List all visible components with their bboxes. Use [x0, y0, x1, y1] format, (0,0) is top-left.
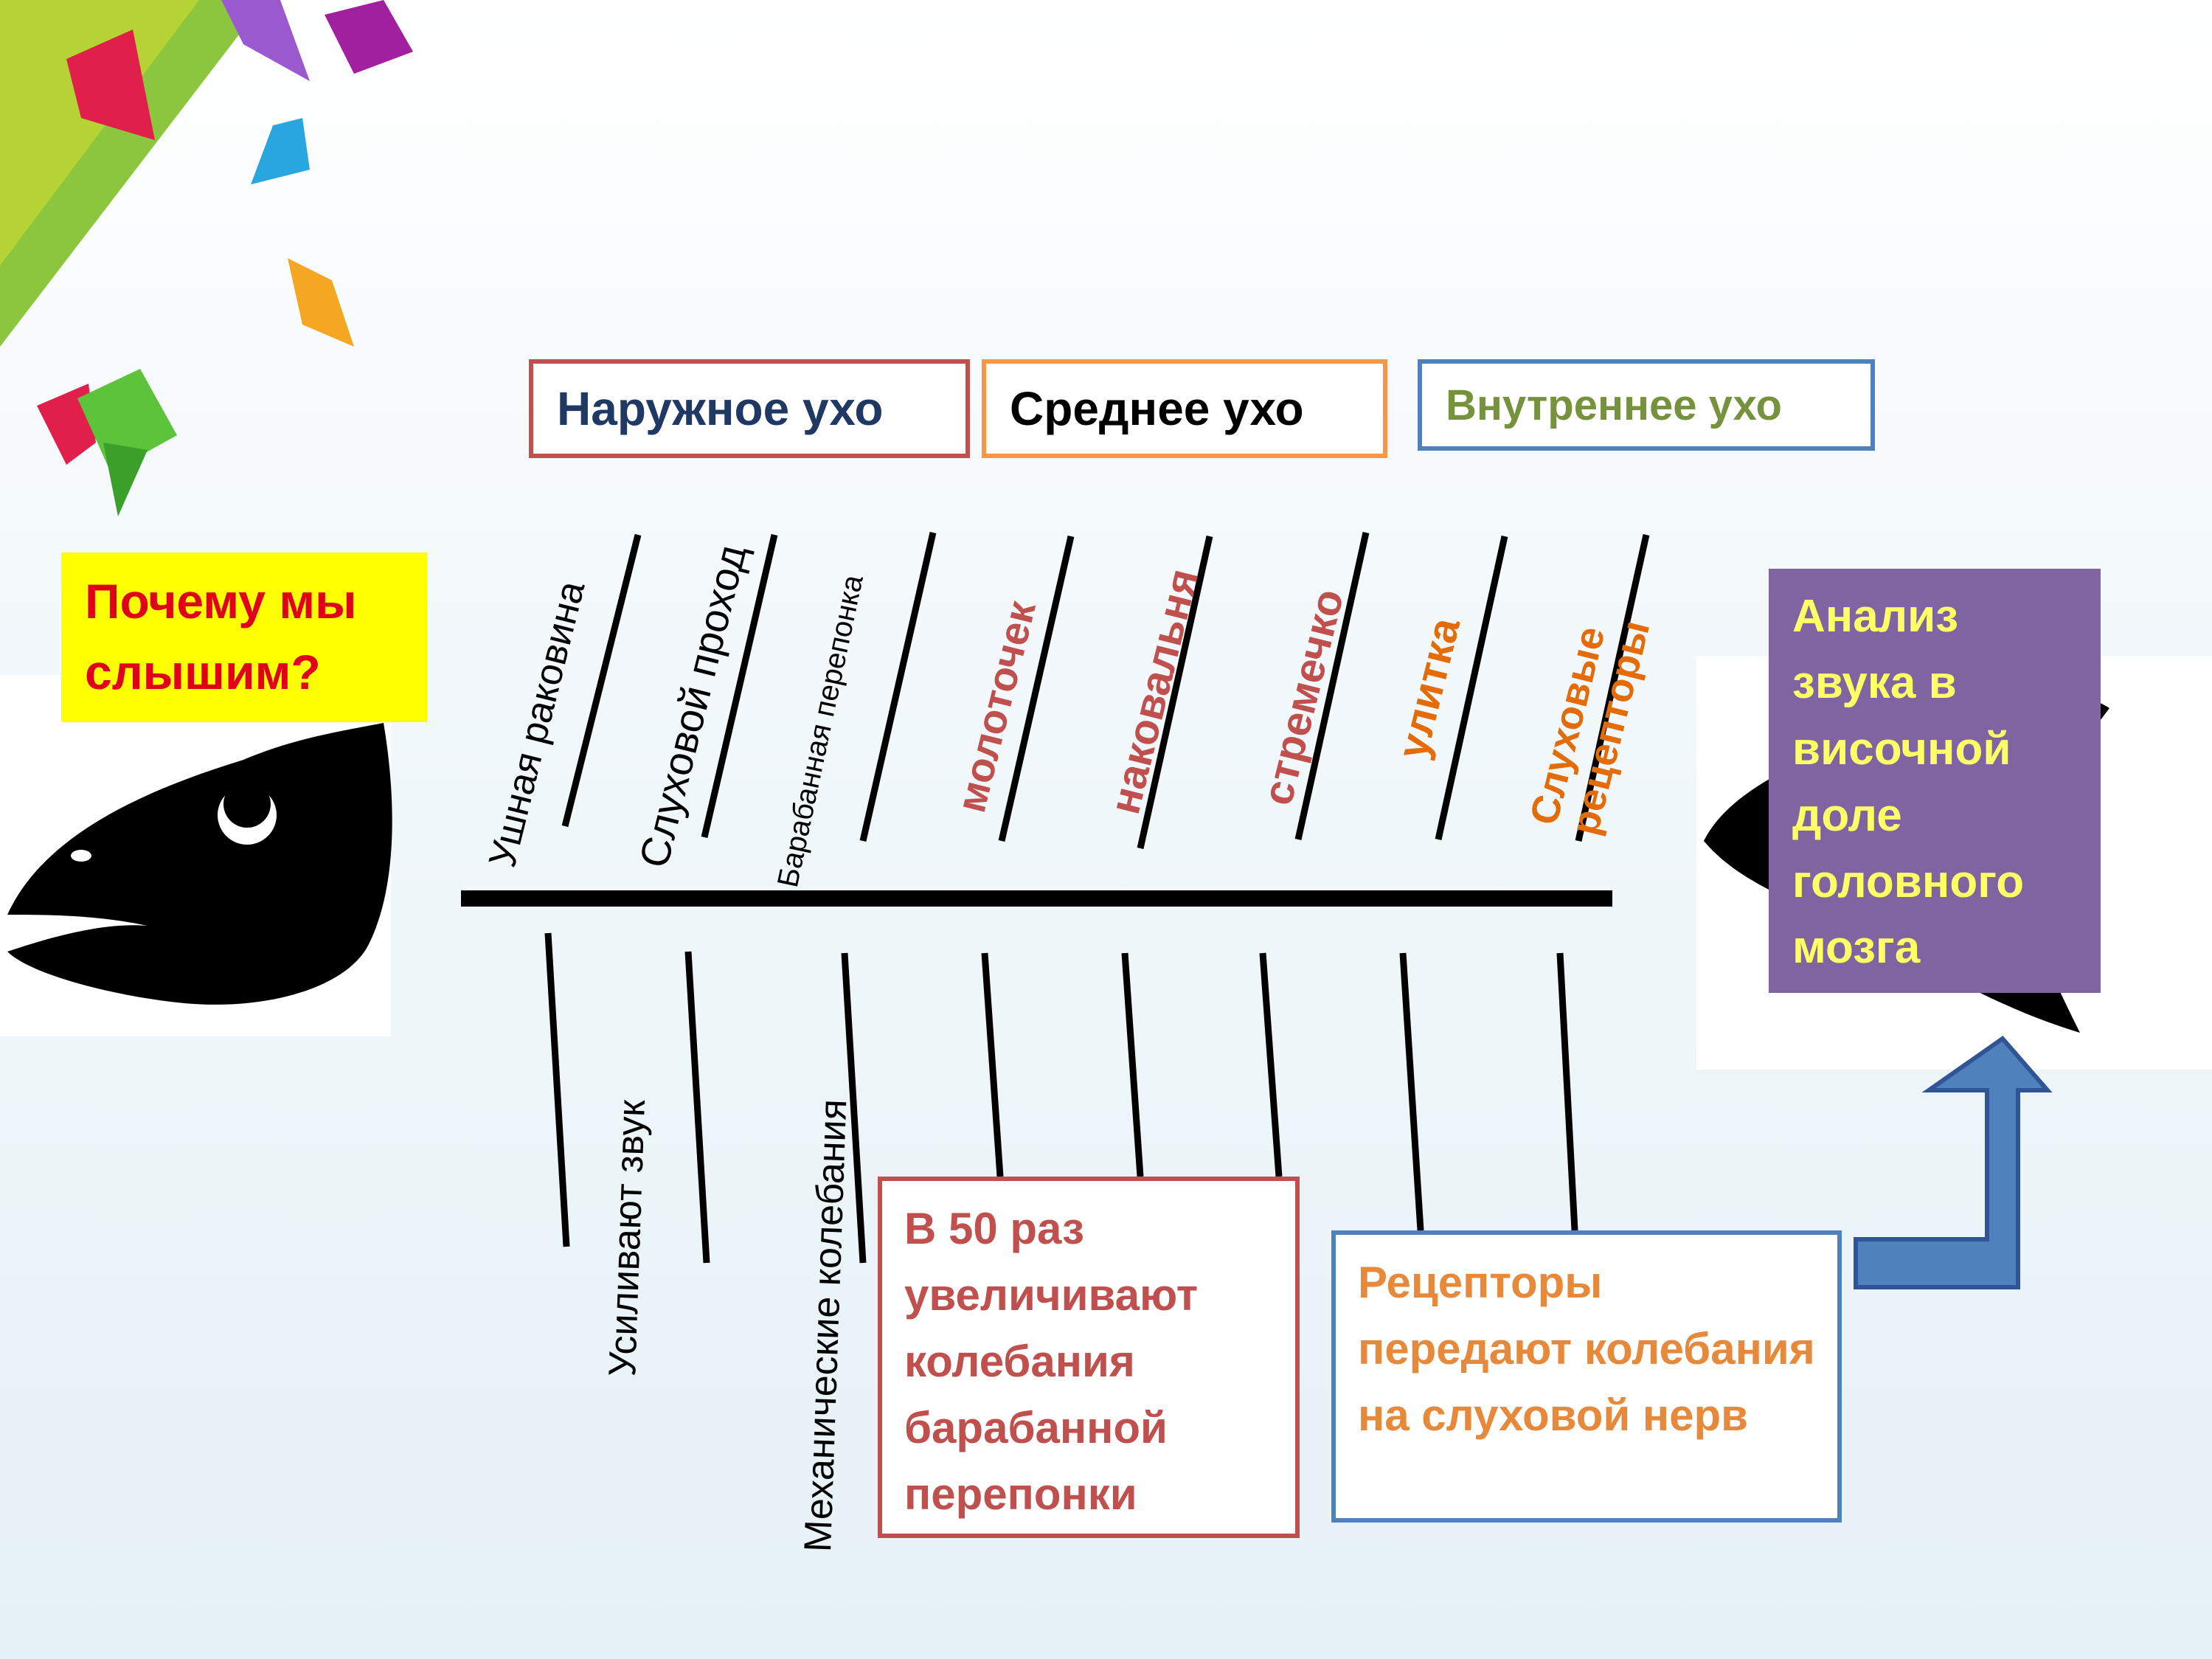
bone-top-6 [1435, 536, 1508, 840]
inner-ear-note-box: Рецепторы передают колебания на слуховой… [1331, 1230, 1842, 1523]
bone-bottom-7 [1556, 952, 1578, 1231]
bone-top-4 [1137, 536, 1213, 849]
result-text: Анализ звука в височной доле головного м… [1792, 591, 2025, 974]
category-middle-ear: Среднее ухо [982, 359, 1387, 458]
decorative-polygons [0, 0, 413, 516]
question-box: Почему мы слышим? [61, 553, 427, 722]
inner-ear-note-text: Рецепторы передают колебания на слуховой… [1358, 1258, 1815, 1440]
bone-top-1 [701, 533, 778, 839]
arrow-up-icon [1854, 1035, 2053, 1289]
bone-bottom-3 [981, 952, 1004, 1177]
fish-head-icon [7, 723, 392, 1005]
bone-top-7 [1575, 534, 1650, 842]
bone-label-amplify-sound: Усиливают звук [601, 1098, 654, 1377]
question-text: Почему мы слышим? [85, 574, 357, 699]
bone-top-2 [859, 532, 937, 842]
bone-bottom-1 [684, 951, 710, 1264]
middle-ear-note-text: В 50 раз увеличивают колебания барабанно… [904, 1204, 1199, 1519]
bone-bottom-4 [1121, 952, 1144, 1177]
category-inner-ear-label: Внутреннее ухо [1446, 381, 1782, 429]
bone-bottom-2 [841, 952, 867, 1264]
bone-bottom-5 [1259, 952, 1283, 1177]
bone-bottom-6 [1399, 952, 1424, 1231]
bone-top-5 [1294, 532, 1370, 840]
bone-top-0 [561, 533, 642, 828]
category-outer-ear-label: Наружное ухо [557, 382, 884, 435]
category-inner-ear: Внутреннее ухо [1418, 359, 1875, 451]
category-middle-ear-label: Среднее ухо [1010, 382, 1304, 435]
category-outer-ear: Наружное ухо [529, 359, 970, 458]
bone-bottom-0 [544, 932, 570, 1247]
result-box: Анализ звука в височной доле головного м… [1769, 569, 2101, 993]
bone-top-3 [998, 536, 1075, 842]
middle-ear-note-box: В 50 раз увеличивают колебания барабанно… [878, 1177, 1300, 1538]
